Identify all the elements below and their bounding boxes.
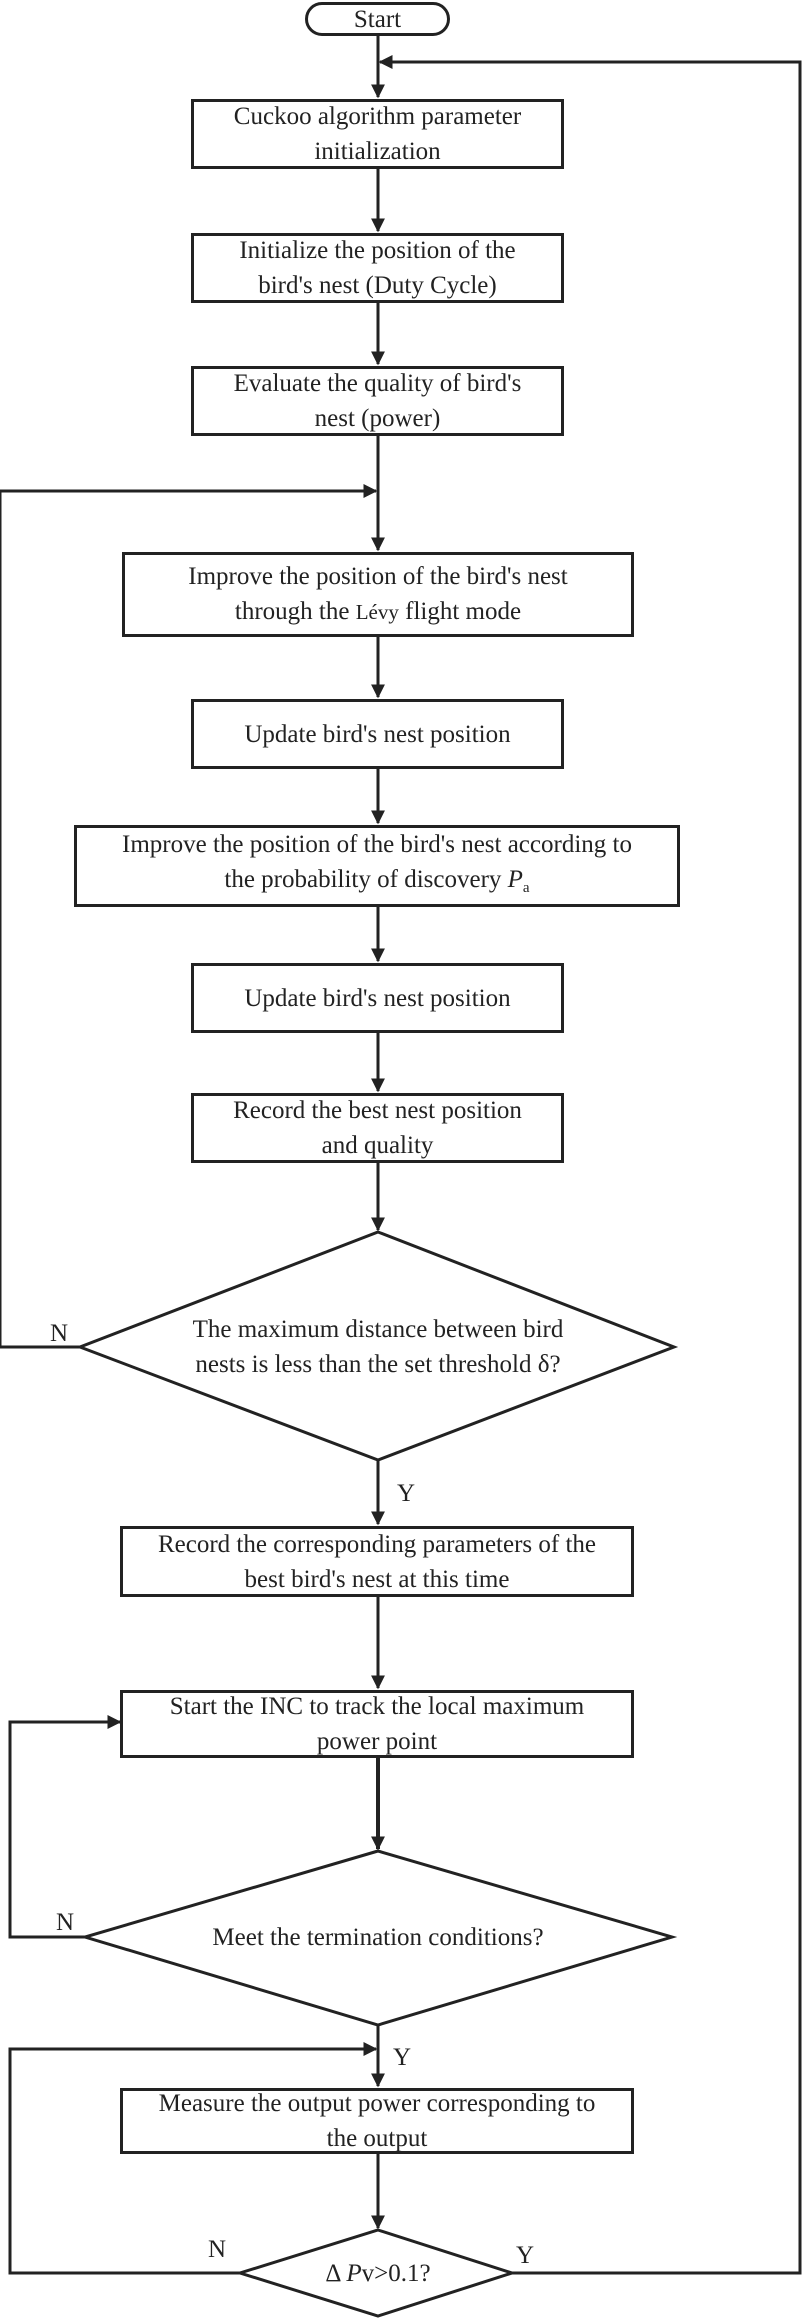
- inc-tracking-line2: power point: [316, 1728, 438, 1755]
- decision-distance-line1: The maximum distance between bird: [192, 1316, 564, 1343]
- decision-termination-shape: [79, 1849, 678, 2027]
- init-position-line2: bird's nest (Duty Cycle): [258, 272, 497, 299]
- discovery-probability-subscript: a: [522, 879, 530, 896]
- record-params-line1: Record the corresponding parameters of t…: [157, 1530, 597, 1558]
- update-position-box-2: Update bird's nest position: [191, 963, 564, 1033]
- record-best-line1: Record the best nest position: [233, 1097, 522, 1124]
- label-power-yes: Y: [516, 2242, 535, 2269]
- measure-output-line1: Measure the output power corresponding t…: [158, 2090, 596, 2117]
- label-termination-yes: Y: [393, 2044, 412, 2071]
- decision-termination-text: Meet the termination conditions?: [150, 1918, 606, 1956]
- init-params-line1: Cuckoo algorithm parameter: [233, 103, 522, 130]
- measure-output-line2: the output: [326, 2125, 428, 2152]
- init-position-line1: Initialize the position of the: [239, 237, 516, 264]
- discovery-probability-line2-a: the probability of discovery: [224, 865, 508, 893]
- init-position-box: Initialize the position of the bird's ne…: [191, 233, 564, 303]
- record-best-box: Record the best nest position and qualit…: [191, 1093, 564, 1163]
- levy-flight-line2-c: flight mode: [398, 598, 522, 625]
- loop-power-yes: [378, 55, 802, 2275]
- decision-power-text: Δ Pv>0.1?: [290, 2255, 466, 2291]
- discovery-probability-line1: Improve the position of the bird's nest …: [122, 830, 632, 858]
- discovery-probability-box: Improve the position of the bird's nest …: [74, 825, 680, 907]
- record-params-line2: best bird's nest at this time: [244, 1565, 510, 1593]
- label-termination-no: N: [56, 1909, 75, 1936]
- init-params-line2: initialization: [314, 138, 441, 165]
- levy-flight-line2-a: through the: [234, 598, 356, 625]
- inc-tracking-line1: Start the INC to track the local maximum: [169, 1693, 585, 1720]
- label-distance-yes: Y: [397, 1480, 416, 1507]
- evaluate-quality-line2: nest (power): [314, 405, 441, 432]
- levy-flight-box: Improve the position of the bird's nest …: [122, 552, 634, 637]
- update-position-box-1: Update bird's nest position: [191, 699, 564, 769]
- inc-tracking-box: Start the INC to track the local maximum…: [120, 1690, 634, 1758]
- levy-word: Lévy: [355, 600, 399, 624]
- record-params-box: Record the corresponding parameters of t…: [120, 1526, 634, 1597]
- update-position-label-2: Update bird's nest position: [244, 984, 511, 1012]
- update-position-label-1: Update bird's nest position: [244, 720, 511, 748]
- decision-power-delta: Δ: [325, 2259, 347, 2287]
- decision-power-shape: [234, 2228, 517, 2318]
- loop-distance-no: [0, 484, 378, 1349]
- loop-power-no: [8, 2042, 378, 2275]
- evaluate-quality-line1: Evaluate the quality of bird's: [233, 370, 522, 397]
- decision-power-symbol: P: [346, 2259, 362, 2287]
- label-power-no: N: [208, 2236, 227, 2263]
- evaluate-quality-box: Evaluate the quality of bird's nest (pow…: [191, 366, 564, 436]
- start-terminal: Start: [305, 2, 450, 36]
- levy-flight-line1: Improve the position of the bird's nest: [188, 563, 568, 590]
- measure-output-box: Measure the output power corresponding t…: [120, 2088, 634, 2154]
- init-params-box: Cuckoo algorithm parameter initializatio…: [191, 99, 564, 169]
- record-best-line2: and quality: [321, 1132, 434, 1159]
- decision-distance-text: The maximum distance between bird nests …: [150, 1307, 606, 1387]
- decision-power-condition: v>0.1?: [361, 2259, 431, 2287]
- discovery-probability-line2: the probability of discovery Pa: [122, 862, 632, 906]
- decision-termination-label: Meet the termination conditions?: [212, 1923, 544, 1951]
- start-label: Start: [353, 5, 402, 33]
- discovery-probability-symbol: P: [507, 865, 523, 893]
- loop-termination-no: [8, 1715, 122, 1939]
- decision-power-label: Δ Pv>0.1?: [325, 2256, 430, 2291]
- decision-distance-line2: nests is less than the set threshold δ?: [195, 1351, 561, 1378]
- levy-flight-line2: through the Lévy flight mode: [188, 594, 567, 630]
- label-distance-no: N: [50, 1320, 69, 1347]
- decision-distance-shape: [75, 1230, 679, 1462]
